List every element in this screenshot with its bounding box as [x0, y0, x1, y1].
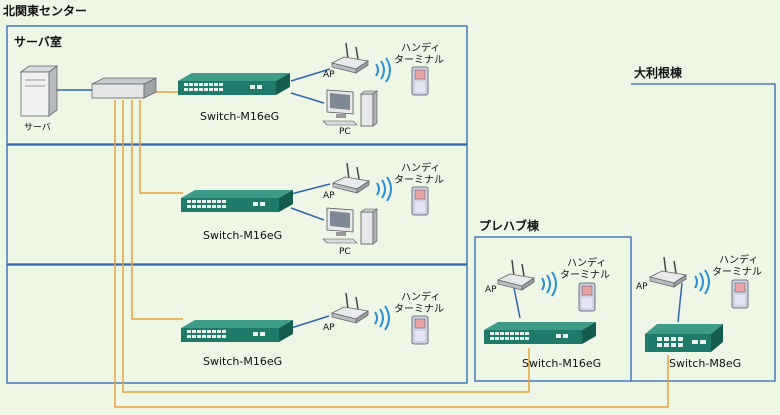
- switch-label: Switch-M16eG: [203, 229, 282, 242]
- handy-label: ハンディ ターミナル: [394, 290, 444, 315]
- svg-text:ハンディ: ハンディ: [719, 253, 758, 266]
- ap-label: AP: [323, 323, 335, 333]
- svg-text:ターミナル: ターミナル: [394, 54, 444, 66]
- lan-cables: [57, 68, 683, 329]
- switch-m16eg-icon: [178, 73, 290, 95]
- svg-text:ハンディ: ハンディ: [567, 256, 606, 269]
- access-point-icon: [649, 256, 687, 288]
- room-borders: [6, 25, 776, 384]
- server-icon: [19, 65, 59, 117]
- handy-terminal-icon: [731, 279, 749, 309]
- svg-text:ターミナル: ターミナル: [394, 174, 444, 186]
- access-point-icon: [497, 259, 535, 291]
- svg-text:ターミナル: ターミナル: [712, 266, 762, 278]
- access-point-icon: [331, 42, 369, 74]
- prefab-building-box: [474, 236, 632, 382]
- server-label: サーバ: [24, 122, 51, 133]
- svg-text:ハンディ: ハンディ: [401, 290, 440, 303]
- handy-label: ハンディ ターミナル: [394, 161, 444, 186]
- handy-label: ハンディ ターミナル: [560, 256, 610, 281]
- handy-terminal-icon: [578, 282, 596, 312]
- svg-text:ハンディ: ハンディ: [401, 161, 440, 174]
- core-switch-icon: [91, 77, 157, 99]
- svg-text:ターミナル: ターミナル: [560, 269, 610, 281]
- ap-label: AP: [323, 70, 335, 80]
- handy-label: ハンディ ターミナル: [712, 253, 762, 278]
- switch-m8eg-icon: [645, 324, 723, 352]
- switch-label: Switch-M8eG: [669, 357, 741, 370]
- switch-label: Switch-M16eG: [522, 357, 601, 370]
- wifi-waves-icon: [376, 176, 392, 202]
- area-label-server-room: サーバ室: [14, 34, 62, 49]
- wifi-waves-icon: [375, 57, 391, 83]
- handy-terminal-icon: [411, 66, 429, 96]
- otone-building-box: [631, 83, 776, 382]
- floor-3-box: [6, 264, 468, 384]
- svg-text:ターミナル: ターミナル: [394, 303, 444, 315]
- pc-icon: [322, 207, 378, 245]
- access-point-icon: [331, 292, 369, 324]
- wifi-waves-icon: [694, 269, 710, 295]
- handy-terminal-icon: [411, 315, 429, 345]
- switch-label: Switch-M16eG: [200, 110, 279, 123]
- wifi-waves-icon: [541, 271, 557, 297]
- area-label-otone: 大利根棟: [634, 65, 683, 80]
- ap-label: AP: [323, 191, 335, 201]
- switch-m16eg-icon: [484, 322, 596, 344]
- svg-text:ハンディ: ハンディ: [401, 41, 440, 54]
- pc-label: PC: [339, 247, 351, 257]
- wifi-waves-icon: [374, 305, 390, 331]
- server-room-box: [6, 25, 468, 145]
- pc-icon: [322, 89, 378, 127]
- area-label-prefab: プレハブ棟: [479, 218, 540, 233]
- handy-terminal-icon: [411, 186, 429, 216]
- ap-label: AP: [485, 285, 497, 295]
- switch-m16eg-icon: [181, 190, 293, 212]
- diagram-title: 北関東センター: [3, 3, 87, 18]
- fiber-cables: [114, 91, 669, 408]
- pc-label: PC: [339, 127, 351, 137]
- floor-2-box: [6, 144, 468, 265]
- ap-label: AP: [636, 282, 648, 292]
- access-point-icon: [332, 162, 370, 194]
- handy-label: ハンディ ターミナル: [394, 41, 444, 66]
- switch-m16eg-icon: [181, 320, 293, 342]
- switch-label: Switch-M16eG: [203, 355, 282, 368]
